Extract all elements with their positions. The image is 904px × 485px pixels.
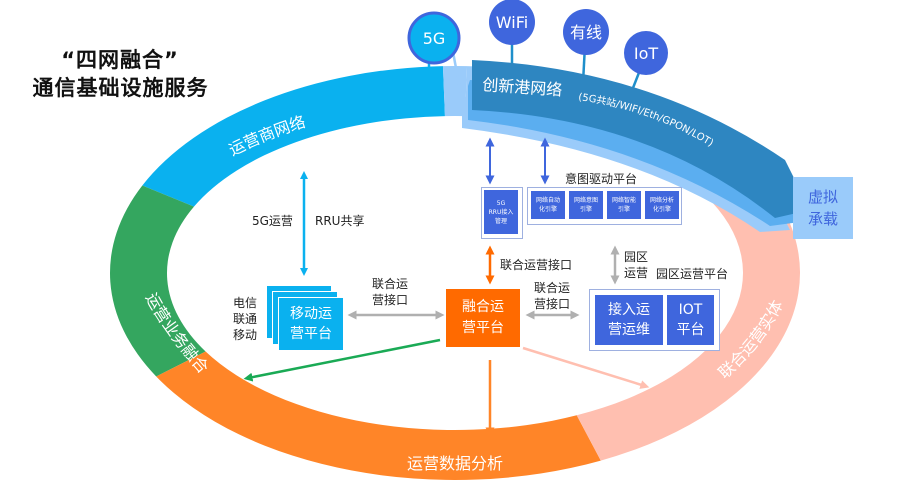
ring-label-data-analysis: 运营数据分析 <box>407 454 503 473</box>
virtual-carrier-box: 虚拟 承载 <box>793 177 853 239</box>
engine-auto: 网络自动 化引擎 <box>531 191 565 219</box>
label-joint-interface-top: 联合运营接口 <box>500 258 573 272</box>
intent-platform-label: 意图驱动平台 <box>565 172 638 186</box>
iot-platform-box: IOT 平台 <box>667 295 714 345</box>
label-joint-interface-right: 联合运 营接口 <box>534 281 571 311</box>
innovation-band-dark <box>472 60 810 218</box>
bubble-5g <box>407 11 461 65</box>
engine-group: 网络自动 化引擎 网络意图 引擎 网络智能 引擎 网络分析 化引擎 <box>527 187 682 225</box>
bubble-wifi <box>489 0 535 45</box>
bubble-wifi-label: WiFi <box>496 13 528 32</box>
fusion-ops-platform: 融合运 营平台 <box>446 289 520 347</box>
label-park-ops: 园区 运营 <box>624 250 649 280</box>
ring-segment-data-analysis <box>156 351 601 481</box>
bubble-wired-label: 有线 <box>570 23 602 42</box>
ring-segment-joint-entity <box>576 169 801 461</box>
bubble-wired <box>563 9 609 55</box>
engine-intelligent: 网络智能 引擎 <box>607 191 641 219</box>
rru-box-frame: 5G RRU接入 管理 <box>481 187 523 239</box>
label-5g-ops: 5G运营 <box>252 214 293 228</box>
bubble-iot-label: IoT <box>634 44 659 63</box>
ring-segment-operator-network <box>142 66 445 207</box>
mobile-ops-platform: 移动运 营平台 <box>278 297 344 351</box>
label-rru-share: RRU共享 <box>315 214 365 228</box>
engine-intent: 网络意图 引擎 <box>569 191 603 219</box>
label-park-platform: 园区运营平台 <box>656 267 729 281</box>
label-joint-interface-left: 联合运 营接口 <box>372 277 409 307</box>
engine-analysis: 网络分析 化引擎 <box>645 191 679 219</box>
page-title-line2: 通信基础设施服务 <box>32 76 209 100</box>
park-platform-frame: 接入运 营运维 IOT 平台 <box>589 289 720 351</box>
ring-segment-business-fusion <box>109 185 206 377</box>
bubble-iot <box>624 31 668 75</box>
arrow-to-joint-entity <box>522 346 650 389</box>
access-ops-box: 接入运 营运维 <box>595 295 663 345</box>
label-carriers: 电信 联通 移动 <box>233 296 258 342</box>
innovation-network-band <box>462 60 810 232</box>
arrow-to-business-fusion <box>243 338 441 382</box>
page-title-line1: “四网融合” <box>61 48 179 72</box>
ring-segment-innovation-gap <box>442 66 468 117</box>
rru-access-box: 5G RRU接入 管理 <box>484 190 518 234</box>
bubble-stem-5g-light <box>451 51 464 101</box>
bubble-5g-label: 5G <box>423 29 446 48</box>
